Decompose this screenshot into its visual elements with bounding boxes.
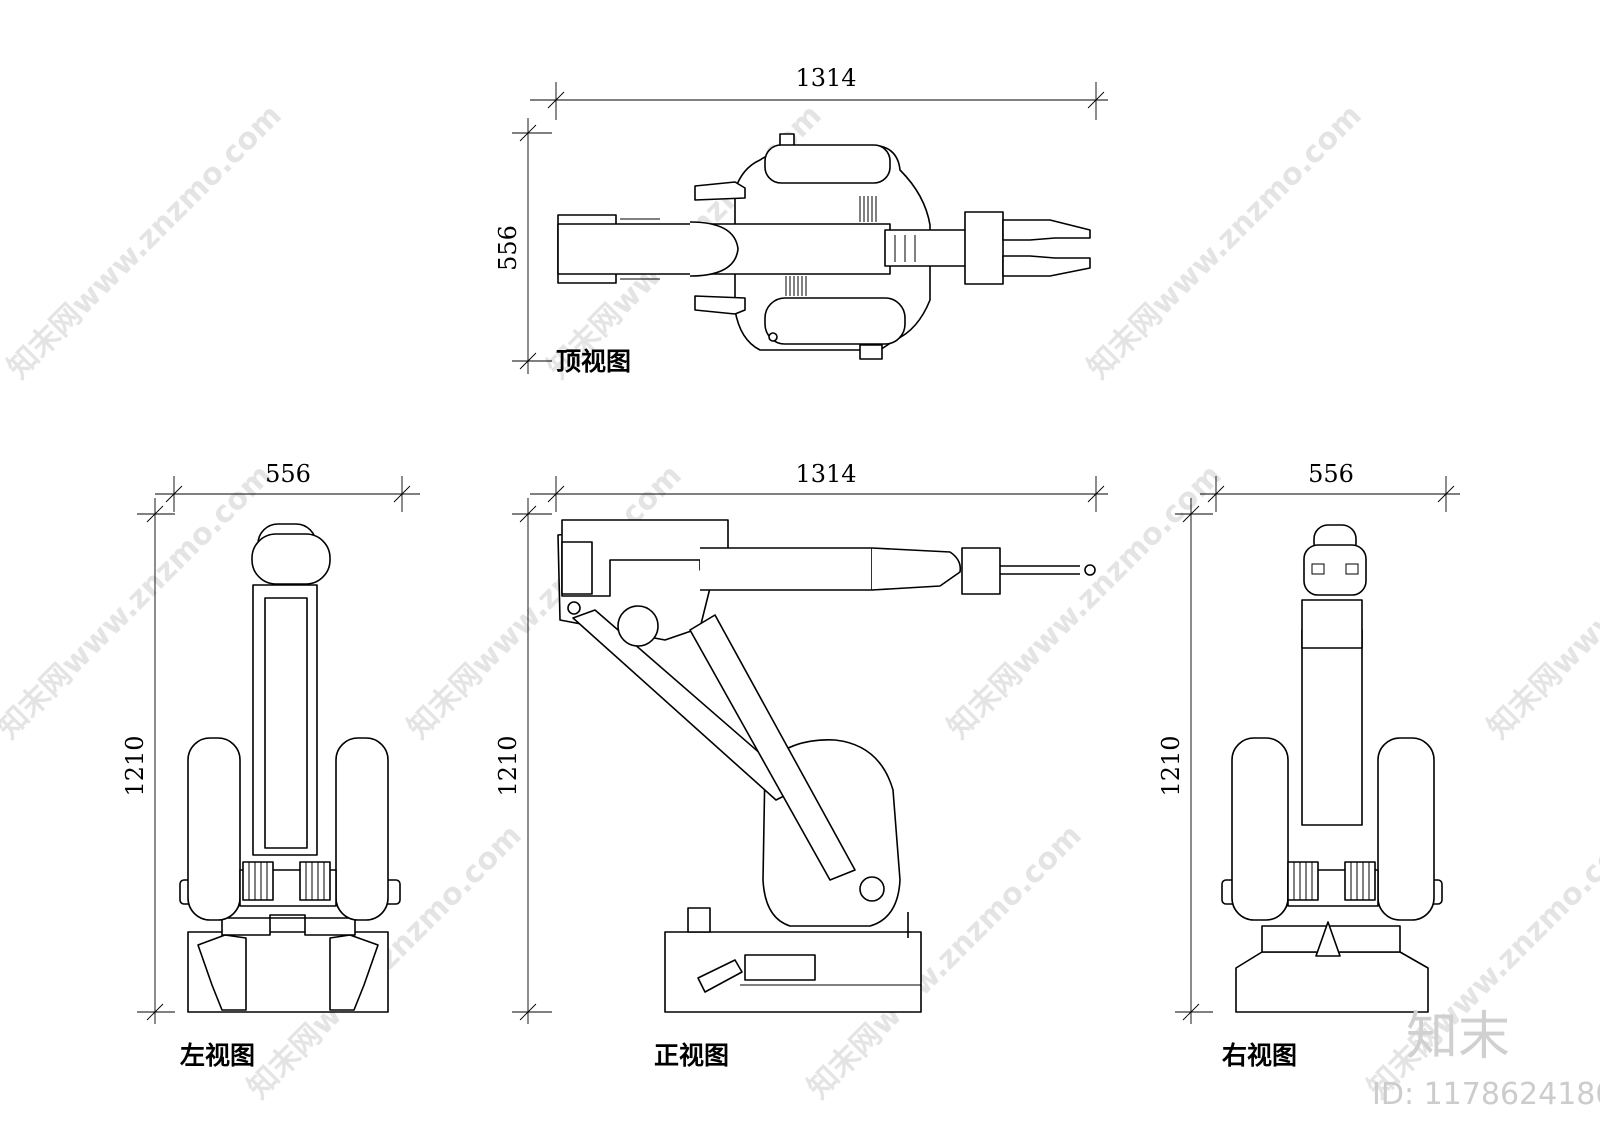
left-view-height-dimension: 1210 <box>121 498 175 1024</box>
left-view: 556 1210 <box>121 460 420 1070</box>
right-view-height-dimension: 1210 <box>1157 498 1213 1024</box>
watermark-text: 知末网www.znzmo.com <box>1 98 289 386</box>
robot-front-view <box>557 519 1096 1013</box>
right-view-height-label: 1210 <box>1157 735 1185 796</box>
watermark-id: ID: 1178624180 <box>1372 1077 1600 1112</box>
right-view: 556 1210 <box>1157 460 1460 1070</box>
robot-left-view <box>179 523 401 1013</box>
front-view-caption: 正视图 <box>654 1041 729 1070</box>
right-view-width-dimension: 556 <box>1200 460 1460 512</box>
left-view-width-dimension: 556 <box>155 460 420 512</box>
top-view-height-label: 556 <box>494 225 522 271</box>
top-view-caption: 顶视图 <box>556 347 631 376</box>
watermark-text: 知末网www.znzmo.com <box>941 458 1229 746</box>
front-view-height-label: 1210 <box>494 735 522 796</box>
robot-top-view <box>557 133 1091 360</box>
top-view-width-dimension: 1314 <box>530 64 1108 120</box>
front-view-height-dimension: 1210 <box>494 498 552 1024</box>
front-view-width-label: 1314 <box>795 460 856 488</box>
robot-right-view <box>1221 524 1443 1013</box>
right-view-width-label: 556 <box>1308 460 1354 488</box>
watermark-text: 知末网www.znzmo.com <box>1081 98 1369 386</box>
left-view-width-label: 556 <box>265 460 311 488</box>
top-view-height-dimension: 556 <box>494 118 552 374</box>
left-view-height-label: 1210 <box>121 735 149 796</box>
left-view-caption: 左视图 <box>180 1041 255 1070</box>
top-view-width-label: 1314 <box>795 64 856 92</box>
brand-watermark: 知末 <box>1406 1007 1510 1067</box>
top-view: 1314 556 <box>494 64 1108 376</box>
watermark-text: 知末网www.znzmo.com <box>0 458 279 746</box>
watermark-text: 知末网www.znzmo.com <box>1481 458 1600 746</box>
front-view-width-dimension: 1314 <box>530 460 1108 512</box>
front-view: 1314 1210 <box>494 460 1108 1070</box>
right-view-caption: 右视图 <box>1222 1041 1297 1070</box>
